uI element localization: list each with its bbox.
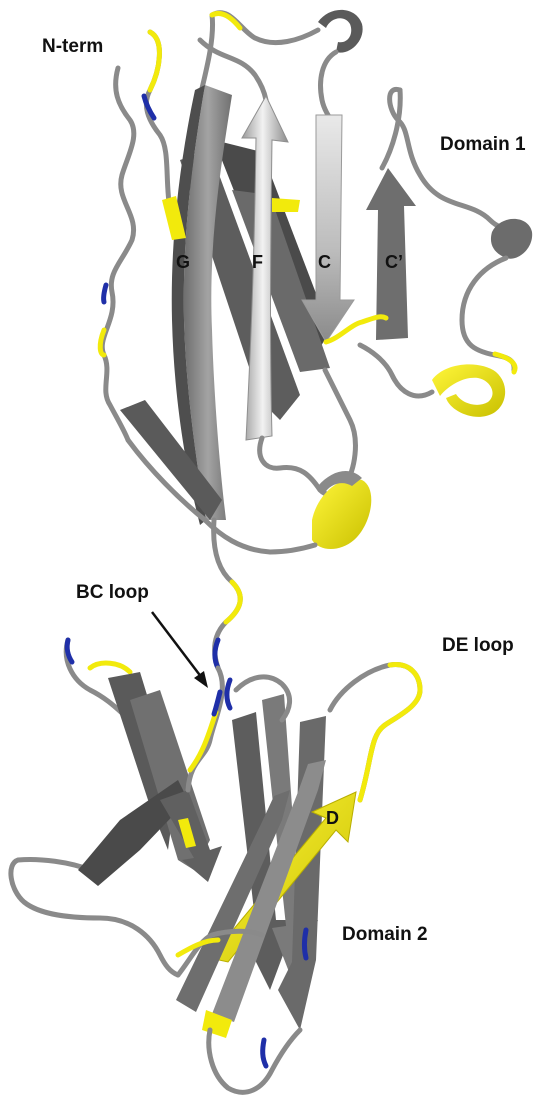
strand-g: [183, 85, 232, 520]
lower-right-coil: [357, 342, 435, 399]
lower-left-strand: [120, 400, 222, 520]
top-loop-2-yellow: [209, 11, 243, 31]
domain-2-left-strand-3: [78, 780, 188, 886]
strand-f: [241, 94, 289, 441]
top-helix-exit: [318, 49, 339, 121]
bc-loop-coil-blue: [211, 689, 223, 717]
linker-yellow: [223, 579, 243, 625]
label-strand-c: C: [318, 252, 331, 272]
top-loop-1-yellow: [147, 29, 162, 93]
domain-2-left-loop-blue: [64, 637, 75, 665]
right-yellow-loop: [492, 351, 518, 375]
domain-2-right-blue: [302, 927, 309, 961]
domain-2-front-strand-1: [176, 790, 290, 1012]
top-loop-1-blue: [141, 93, 157, 121]
c-to-cprime-coil: [323, 314, 389, 345]
domain-1-yellow-helix-shadow: [318, 471, 362, 494]
strand-c-prime: [366, 168, 416, 340]
domain-1-yellow-helix: [312, 478, 372, 549]
domain-2-left-loop-yellow: [87, 660, 133, 675]
bc-loop-arrow: [151, 611, 208, 688]
right-small-helix: [490, 218, 533, 259]
de-loop-yellow: [357, 662, 423, 803]
linker-blue: [212, 637, 221, 671]
strand-g-edge: [171, 85, 206, 525]
domain-2-bottom-yellow: [175, 937, 221, 958]
label-strand-g: G: [176, 252, 190, 272]
domain-2-front-strand-2: [212, 760, 326, 1022]
right-helix-exit: [459, 255, 517, 373]
label-domain-2: Domain 2: [342, 924, 428, 945]
bc-loop-coil-yellow: [187, 709, 219, 773]
domain-2-far-left-coil: [8, 857, 181, 978]
label-domain-1: Domain 1: [440, 134, 526, 155]
label-strand-d: D: [326, 808, 339, 828]
lower-left-coil: [125, 437, 318, 555]
right-loop: [387, 86, 525, 241]
c-prime-top-loop: [379, 87, 403, 171]
domain-2-base-blue: [260, 1037, 269, 1069]
n-term-yellow-segment: [97, 327, 107, 358]
label-n-term: N-term: [42, 36, 103, 57]
lower-right-yellow-helix: [432, 364, 506, 417]
de-loop-coil: [327, 662, 423, 803]
label-strand-f: F: [252, 252, 263, 272]
label-de-loop: DE loop: [442, 635, 514, 656]
top-loop-3: [197, 37, 269, 103]
domain-2-base-coil: [206, 1027, 303, 1095]
bc-loop-coil: [185, 665, 225, 793]
domain-1-structure: [97, 9, 533, 555]
strand-c: [301, 114, 355, 343]
domain-1-yellow-strip: [162, 196, 186, 240]
n-term-coil: [99, 65, 137, 443]
domain-1-yellow-inner: [272, 198, 300, 212]
top-helix-ribbon: [318, 9, 363, 53]
domain-2-top-coil-blue: [224, 677, 233, 711]
label-strand-c-prime: C’: [385, 252, 403, 272]
domain-2-top-coil: [233, 674, 292, 723]
domain-2-structure: [8, 637, 423, 1095]
domain-2-left-yellow-strip: [178, 818, 196, 848]
domain-2-bottom-coil: [175, 928, 265, 978]
label-bc-loop: BC loop: [76, 582, 149, 603]
n-term-blue-segment: [101, 282, 109, 305]
